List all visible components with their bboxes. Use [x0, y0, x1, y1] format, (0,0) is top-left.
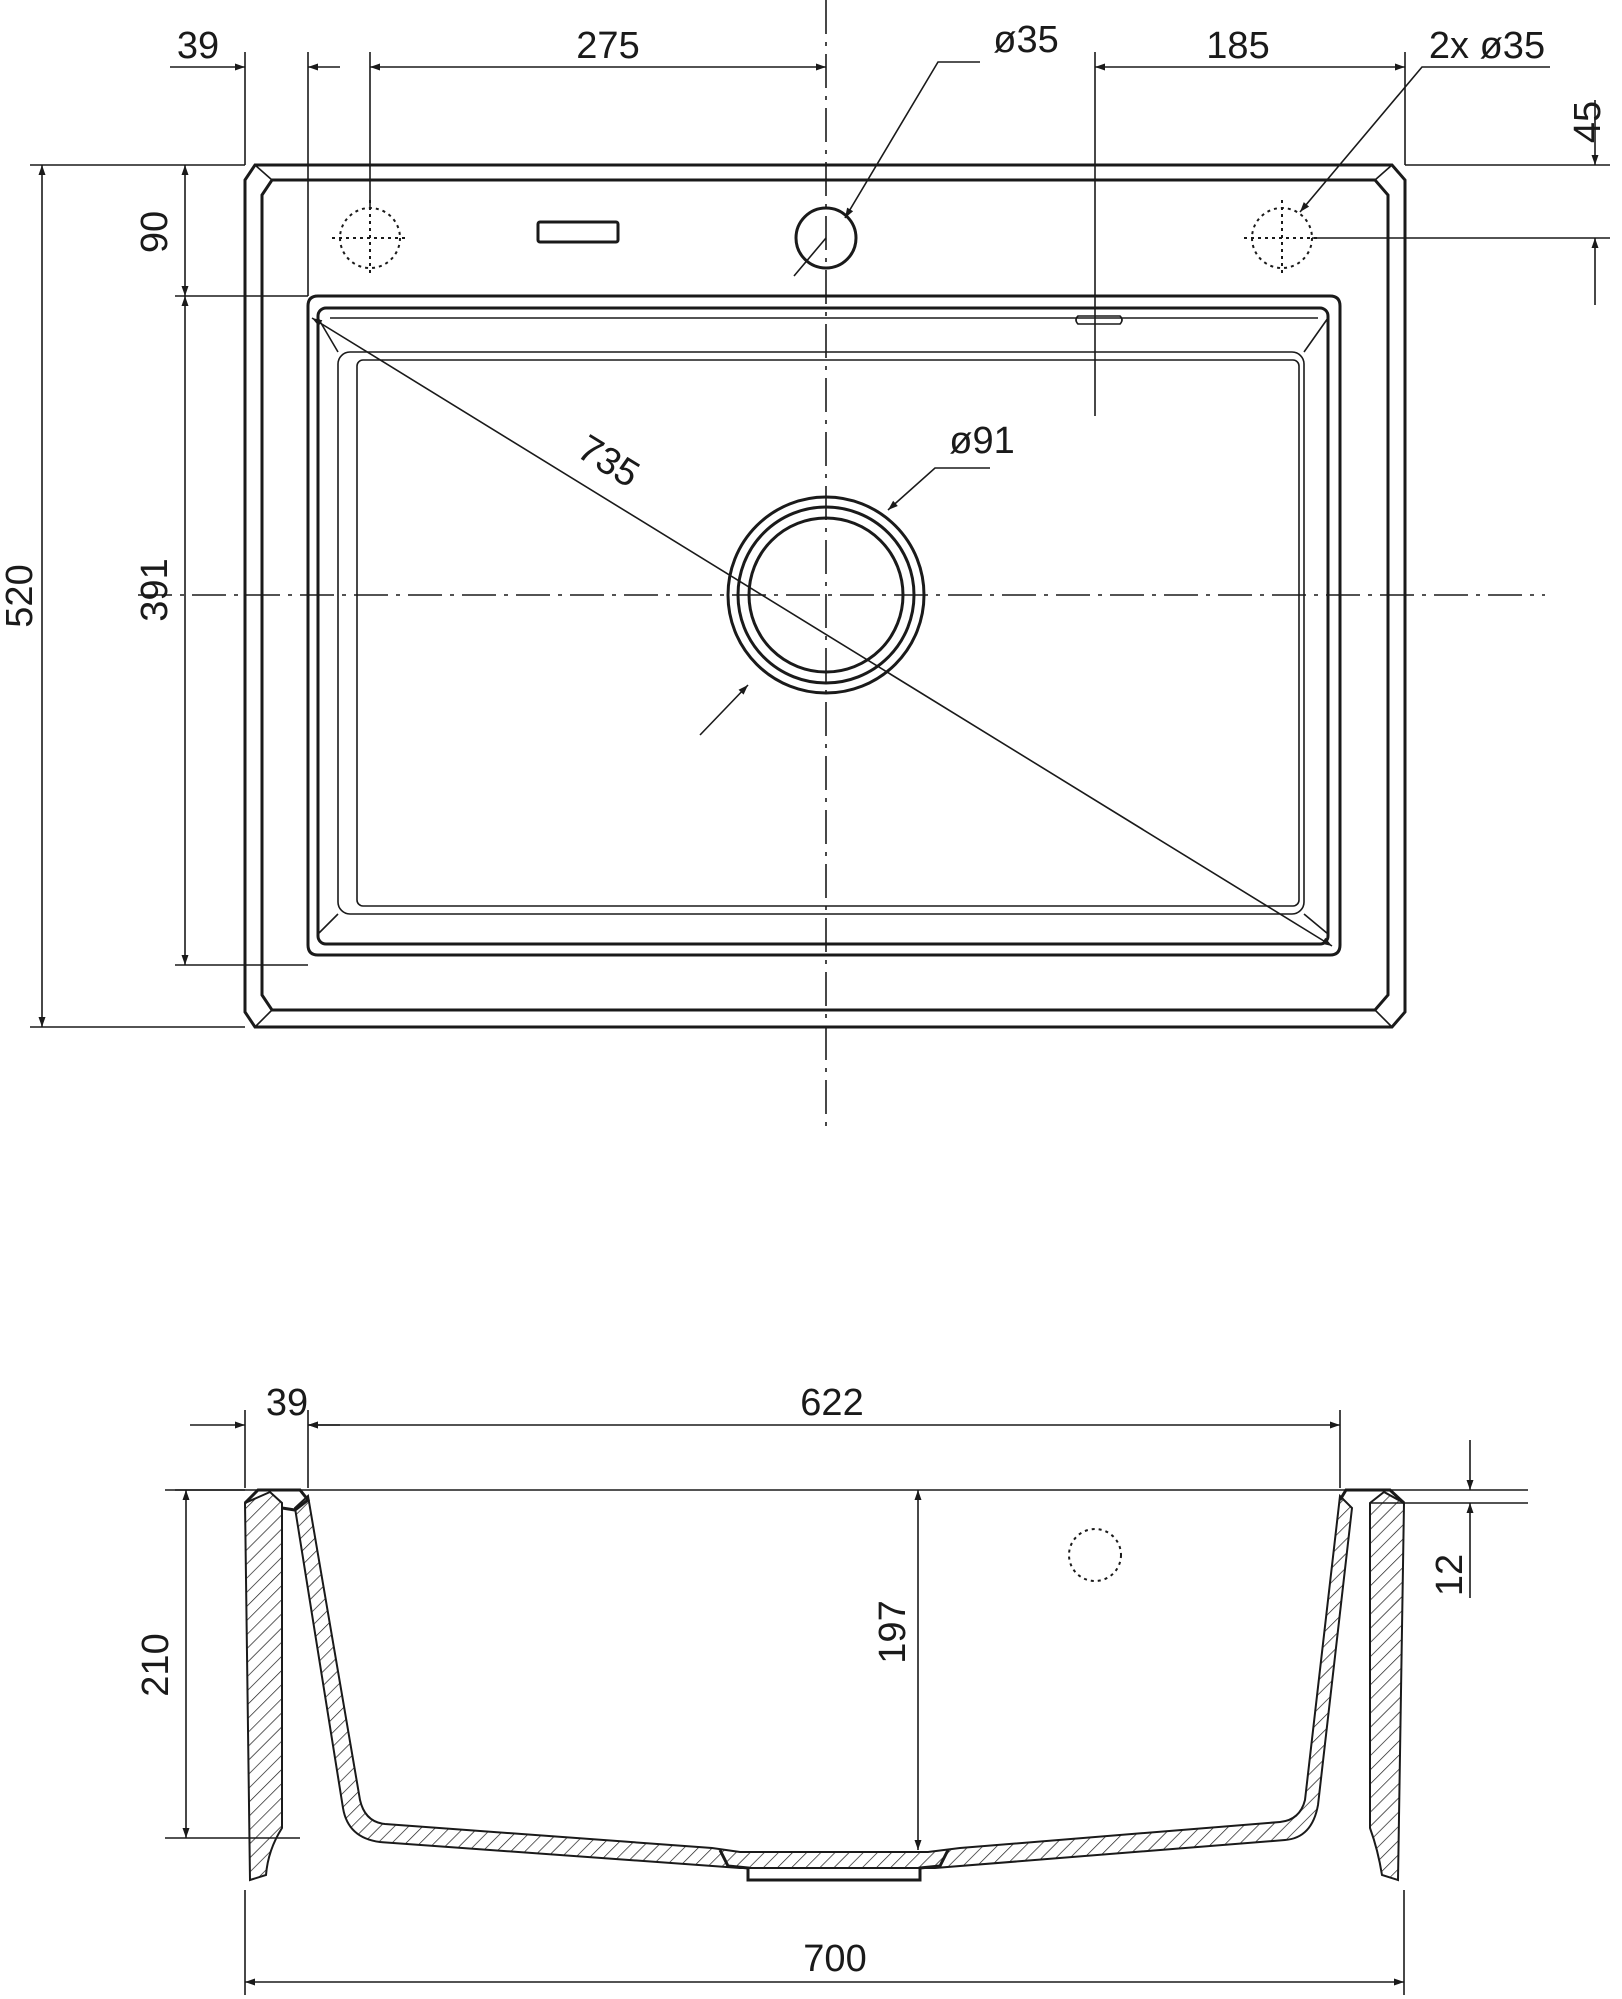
- dim-rim-thickness: 12: [1429, 1554, 1471, 1596]
- bowl-outer: [306, 294, 1342, 957]
- dim-overall-depth: 520: [0, 564, 41, 627]
- dim-bowl-depth: 391: [134, 558, 176, 621]
- dim-drain: ø91: [949, 420, 1014, 462]
- dim-diagonal: 735: [570, 427, 646, 496]
- dim-rim-to-bowl: 90: [134, 211, 176, 253]
- bowl-inner-top: [316, 306, 1330, 946]
- dim-tap-hole: ø35: [993, 19, 1058, 61]
- dim-section-rim-width: 39: [266, 1382, 308, 1424]
- top-view: 39 275 185 ø35 2x ø35 45 520 90 391 735: [0, 0, 1610, 1128]
- left-outer-wall: [243, 1490, 283, 1882]
- tap-hole: [794, 206, 858, 270]
- sink-outer-rim: [243, 163, 1407, 1029]
- dim-overall-height: 210: [135, 1633, 177, 1696]
- dim-bowl-width: 622: [800, 1382, 863, 1424]
- overflow-hole-section: [1068, 1528, 1122, 1582]
- right-outer-wall: [1369, 1490, 1406, 1882]
- dim-hole-spacing-right: 185: [1206, 25, 1269, 67]
- dim-bowl-height: 197: [872, 1600, 914, 1663]
- dim-hole-offset: 275: [576, 25, 639, 67]
- bowl-shell: [293, 1493, 1354, 1869]
- dim-overall-width: 700: [803, 1938, 866, 1980]
- dim-side-holes: 2x ø35: [1429, 25, 1545, 67]
- overflow-slot: [536, 220, 620, 244]
- dim-hole-depth: 45: [1567, 101, 1609, 143]
- section-view: 39 622 210 197 12 700: [135, 1382, 1528, 1995]
- bowl-floor: [337, 351, 1305, 915]
- dim-top-rim-width: 39: [177, 25, 219, 67]
